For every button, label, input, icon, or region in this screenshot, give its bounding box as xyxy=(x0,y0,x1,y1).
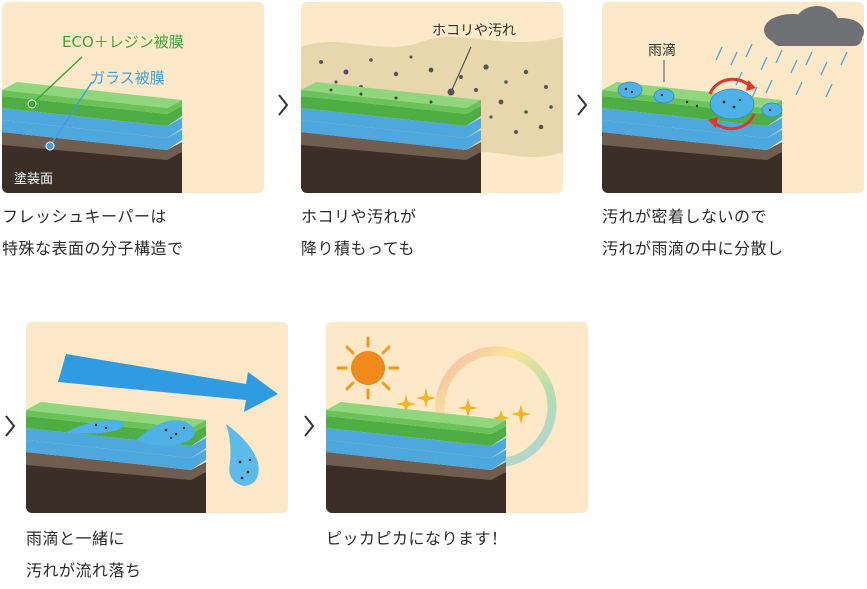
step4-caption-line2: 汚れが流れ落ち xyxy=(26,555,142,587)
chevron-right-icon xyxy=(276,93,290,117)
sun-icon xyxy=(338,338,398,398)
step4-runoff-diagram xyxy=(26,322,288,513)
step5-panel xyxy=(326,322,588,513)
step2-panel: ホコリや汚れ xyxy=(301,2,563,193)
step4-panel xyxy=(26,322,288,513)
step3-panel: 雨滴 xyxy=(602,2,864,193)
step1-caption: フレッシュキーパーは 特殊な表面の分子構造で xyxy=(2,201,184,265)
step1-caption-line1: フレッシュキーパーは xyxy=(2,201,184,233)
step4-caption-line1: 雨滴と一緒に xyxy=(26,523,142,555)
step3-caption: 汚れが密着しないので 汚れが雨滴の中に分散し xyxy=(602,201,784,265)
rain-cloud-icon xyxy=(764,6,864,46)
step1-panel: ECO＋レジン被膜 ガラス被膜 塗装面 xyxy=(2,2,264,193)
step5-shine-diagram xyxy=(326,322,588,513)
raindrop-label: 雨滴 xyxy=(648,40,676,60)
paint-surface-label: 塗装面 xyxy=(14,168,53,187)
step4-caption: 雨滴と一緒に 汚れが流れ落ち xyxy=(26,523,142,587)
step3-caption-line1: 汚れが密着しないので xyxy=(602,201,784,233)
flow-arrow-icon xyxy=(58,354,278,412)
step1-caption-line2: 特殊な表面の分子構造で xyxy=(2,233,184,265)
step2-caption-line2: 降り積もっても xyxy=(301,233,417,265)
chevron-right-icon xyxy=(575,93,589,117)
chevron-right-icon xyxy=(302,414,316,438)
step2-caption-line1: ホコリや汚れが xyxy=(301,201,417,233)
eco-resin-label: ECO＋レジン被膜 xyxy=(62,31,184,52)
step5-caption-line1: ピッカピカになります！ xyxy=(326,523,508,555)
glass-coat-label: ガラス被膜 xyxy=(90,67,165,88)
step2-caption: ホコリや汚れが 降り積もっても xyxy=(301,201,417,265)
step3-caption-line2: 汚れが雨滴の中に分散し xyxy=(602,233,784,265)
step3-raindrop-diagram xyxy=(602,2,864,193)
dust-label: ホコリや汚れ xyxy=(432,20,516,40)
step5-caption: ピッカピカになります！ xyxy=(326,523,508,555)
chevron-right-icon xyxy=(3,414,17,438)
